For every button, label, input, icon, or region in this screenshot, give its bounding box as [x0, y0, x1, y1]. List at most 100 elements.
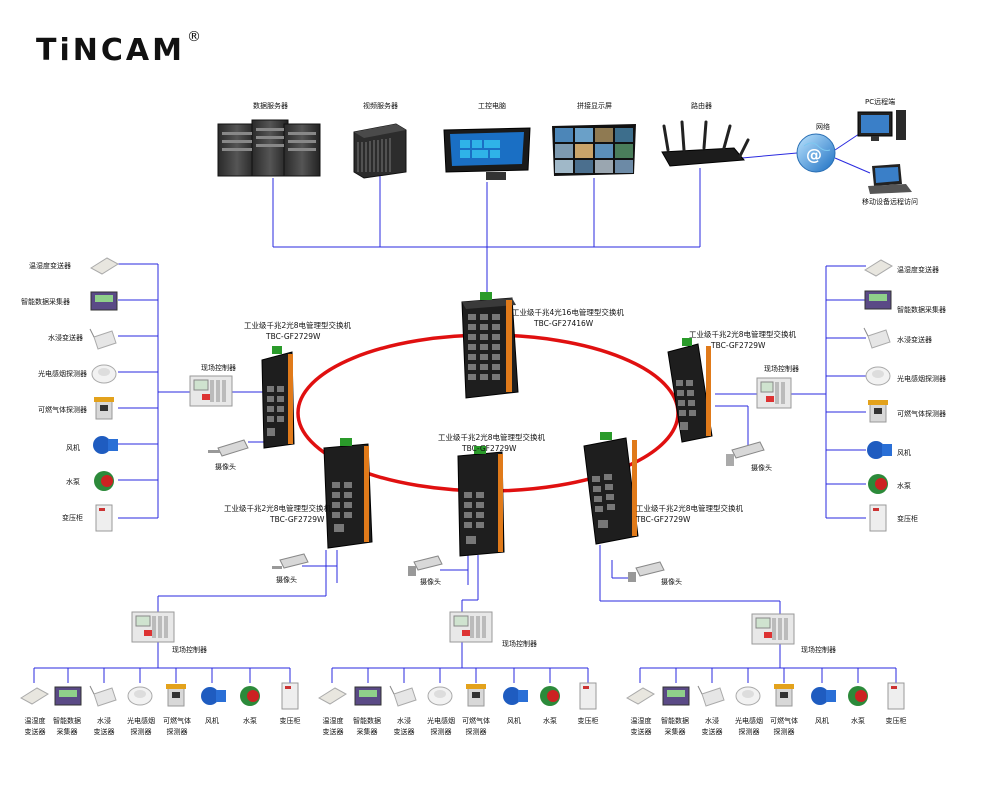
video-wall-icon: [552, 124, 636, 176]
br-sensor-label: 变压柜: [885, 717, 907, 725]
smoke-detector-icon: [127, 686, 153, 706]
data-collector-icon: [54, 686, 82, 706]
br-sensor-label: 温湿度变送器: [630, 717, 652, 736]
water-pump-icon: [94, 471, 114, 491]
smoke-detector-icon: [865, 366, 891, 386]
right-sensor-label: 智能数据采集器: [897, 306, 946, 314]
switch-bc-label: 工业级千兆2光8电管理型交换机 TBC-GF2729W: [438, 433, 546, 453]
right-sensor-label: 风机: [897, 449, 911, 457]
transformer-cabinet-icon: [95, 504, 113, 532]
water-pump-icon: [240, 686, 260, 706]
gas-detector-icon: [466, 684, 486, 707]
camera-br-icon: [628, 561, 665, 582]
switch-right-8port[interactable]: [667, 338, 713, 443]
brand-logo: TiNCAM®: [36, 29, 204, 68]
fan-icon: [867, 441, 892, 459]
data-collector-icon: [354, 686, 382, 706]
fan-icon: [201, 687, 226, 705]
field-controller-right-label: 现场控制器: [764, 365, 799, 373]
gas-detector-icon: [94, 397, 114, 420]
water-leak-sensor-icon: [89, 685, 117, 707]
smoke-detector-icon: [91, 364, 117, 384]
bl-sensor-label: 智能数据采集器: [53, 717, 81, 736]
left-sensor-label: 可燃气体探测器: [38, 406, 87, 414]
br-sensor-label: 水泵: [851, 717, 865, 725]
data-collector-icon: [864, 290, 892, 310]
field-controller-br-icon: [751, 613, 795, 645]
bc-sensor-label: 光电感烟探测器: [427, 717, 455, 736]
temp-humidity-sensor-icon: [20, 687, 49, 705]
camera-left-icon: [208, 439, 249, 457]
bl-sensor-label: 温湿度变送器: [24, 717, 46, 736]
transformer-cabinet-icon: [579, 682, 597, 710]
field-controller-bl-icon: [131, 611, 175, 643]
transformer-cabinet-icon: [869, 504, 887, 532]
right-sensor-label: 水泵: [897, 482, 911, 490]
switch-bottom-left-8port[interactable]: [323, 438, 373, 549]
pc-remote-icon: [857, 110, 906, 141]
field-controller-right-icon: [756, 377, 792, 409]
right-sensor-label: 温湿度变送器: [897, 266, 939, 274]
field-controller-br-label: 现场控制器: [801, 646, 836, 654]
temp-humidity-sensor-icon: [90, 257, 119, 275]
switch-br-label: 工业级千兆2光8电管理型交换机 TBC-GF2729W: [636, 504, 744, 524]
temp-humidity-sensor-icon: [626, 687, 655, 705]
water-leak-sensor-icon: [697, 685, 725, 707]
bus-lines: [33, 131, 897, 683]
transformer-cabinet-icon: [281, 682, 299, 710]
br-sensor-label: 水浸变送器: [701, 717, 723, 736]
right-sensor-label: 水浸变送器: [897, 336, 932, 344]
bc-sensor-label: 智能数据采集器: [353, 717, 381, 736]
bc-sensor-label: 水浸变送器: [393, 717, 415, 736]
fan-icon: [811, 687, 836, 705]
temp-humidity-sensor-icon: [318, 687, 347, 705]
mobile-remote-label: 移动设备远程访问: [862, 198, 918, 206]
bl-sensor-label: 可燃气体探测器: [163, 717, 191, 736]
video-server-label: 视频服务器: [363, 102, 398, 110]
network-label: 网络: [816, 123, 830, 131]
water-pump-icon: [848, 686, 868, 706]
transformer-cabinet-icon: [887, 682, 905, 710]
right-sensor-label: 光电感烟探测器: [897, 375, 946, 383]
camera-right-label: 摄像头: [751, 464, 772, 472]
bl-sensor-label: 风机: [205, 717, 219, 725]
bc-sensor-label: 风机: [507, 717, 521, 725]
bl-sensor-label: 水浸变送器: [93, 717, 115, 736]
br-sensor-label: 光电感烟探测器: [735, 717, 763, 736]
switch-right-label: 工业级千兆2光8电管理型交换机 TBC-GF2729W: [689, 330, 797, 350]
switch-bottom-center-8port[interactable]: [457, 446, 505, 557]
bl-sensor-label: 水泵: [243, 717, 257, 725]
industrial-pc-icon: [443, 127, 531, 180]
left-sensor-label: 风机: [66, 444, 80, 452]
video-server-icon: [353, 123, 407, 179]
sensor-icons: [20, 257, 905, 710]
internet-globe-icon: @: [796, 133, 836, 173]
camera-right-icon: [726, 441, 765, 466]
field-controller-left-icon: [189, 375, 233, 407]
bl-sensor-label: 光电感烟探测器: [127, 717, 155, 736]
camera-bc-icon: [408, 555, 443, 576]
bc-sensor-label: 可燃气体探测器: [462, 717, 490, 736]
bl-sensor-label: 变压柜: [279, 717, 301, 725]
switch-core-16port[interactable]: [461, 292, 519, 399]
data-collector-icon: [90, 291, 118, 311]
switch-bottom-right-8port[interactable]: [583, 432, 639, 545]
switch-left-8port[interactable]: [261, 346, 295, 449]
video-wall-label: 拼接显示屏: [577, 102, 612, 110]
br-sensor-label: 风机: [815, 717, 829, 725]
router-label: 路由器: [691, 102, 712, 110]
water-leak-sensor-icon: [89, 328, 117, 350]
br-sensor-label: 智能数据采集器: [661, 717, 689, 736]
bc-sensor-label: 水泵: [543, 717, 557, 725]
data-collector-icon: [662, 686, 690, 706]
camera-bl-icon: [272, 553, 309, 569]
fan-icon: [503, 687, 528, 705]
switch-bl-label: 工业级千兆2光8电管理型交换机 TBC-GF2729W: [224, 504, 332, 524]
camera-bc-label: 摄像头: [420, 578, 441, 586]
fan-icon: [93, 436, 118, 454]
data-server-label: 数据服务器: [253, 102, 288, 110]
gas-detector-icon: [166, 684, 186, 707]
left-sensor-label: 水泵: [66, 478, 80, 486]
